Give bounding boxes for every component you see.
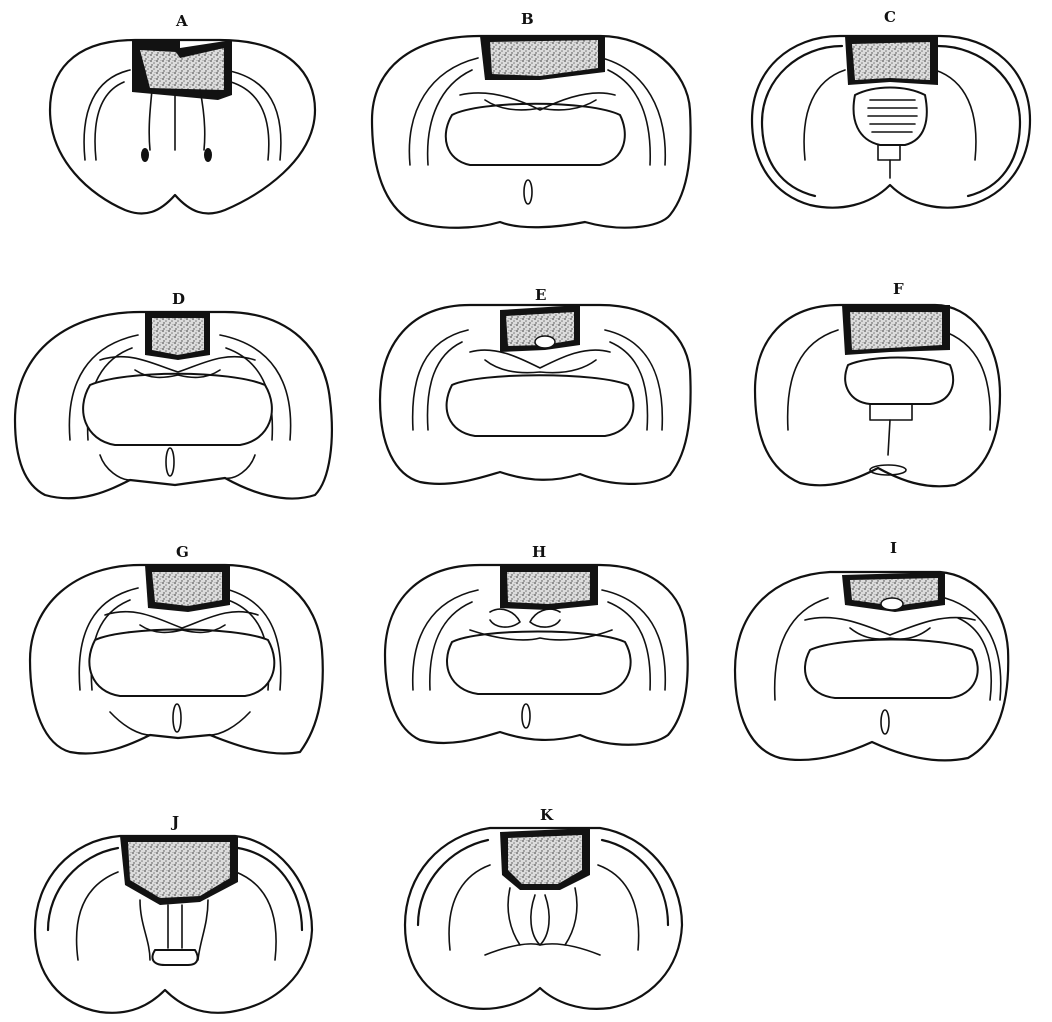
- panel-b: B: [372, 10, 691, 228]
- panel-g: G: [30, 543, 323, 754]
- panel-label-c: C: [884, 8, 896, 26]
- panel-label-j: J: [170, 813, 179, 831]
- panel-label-g: G: [176, 543, 189, 561]
- panel-d: D: [15, 290, 332, 499]
- panel-label-k: K: [540, 806, 554, 824]
- panel-label-h: H: [532, 543, 546, 561]
- panel-label-e: E: [535, 286, 546, 304]
- panel-i: I: [735, 539, 1008, 760]
- panel-k: K: [405, 806, 682, 1009]
- panel-label-a: A: [175, 12, 188, 30]
- panel-a: A: [50, 12, 315, 214]
- panel-label-i: I: [890, 539, 897, 557]
- panel-j: J: [35, 813, 312, 1013]
- panel-e: E: [380, 286, 691, 484]
- panel-f: F: [755, 280, 1000, 486]
- panel-label-b: B: [521, 10, 534, 28]
- panel-h: H: [385, 543, 688, 745]
- panel-label-f: F: [893, 280, 904, 298]
- panel-label-d: D: [172, 290, 185, 308]
- panel-c: C: [752, 8, 1030, 208]
